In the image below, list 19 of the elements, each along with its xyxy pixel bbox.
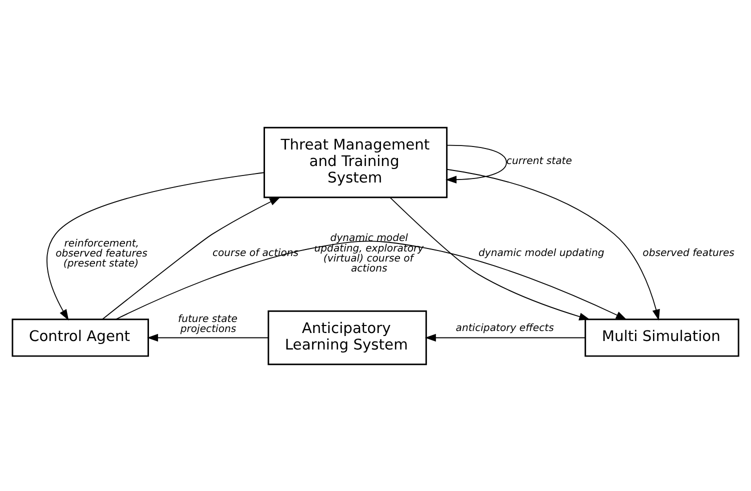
arrow xyxy=(116,240,627,320)
edge-label: dynamic model updating, exploratory (virtual) course of actions xyxy=(314,232,424,274)
node-box: Anticipatory Learning System xyxy=(268,310,427,365)
arrow xyxy=(147,333,269,342)
arrow xyxy=(46,172,264,320)
node-box: Control Agent xyxy=(12,318,149,356)
edge-label: dynamic model updating xyxy=(478,247,604,258)
arrow xyxy=(446,144,507,183)
arrow xyxy=(102,196,281,320)
edge-label: observed features xyxy=(642,247,734,258)
node-box: Multi Simulation xyxy=(584,318,740,356)
edge-label: reinforcement, observed features (present state) xyxy=(56,238,148,269)
edge-label: future state projections xyxy=(178,313,238,335)
arrow xyxy=(446,168,660,320)
arrow xyxy=(390,196,590,320)
arrow xyxy=(424,333,586,342)
edge-label: current state xyxy=(506,156,572,167)
edge-label: anticipatory effects xyxy=(456,322,554,334)
node-box: Threat Management and Training System xyxy=(264,126,448,198)
